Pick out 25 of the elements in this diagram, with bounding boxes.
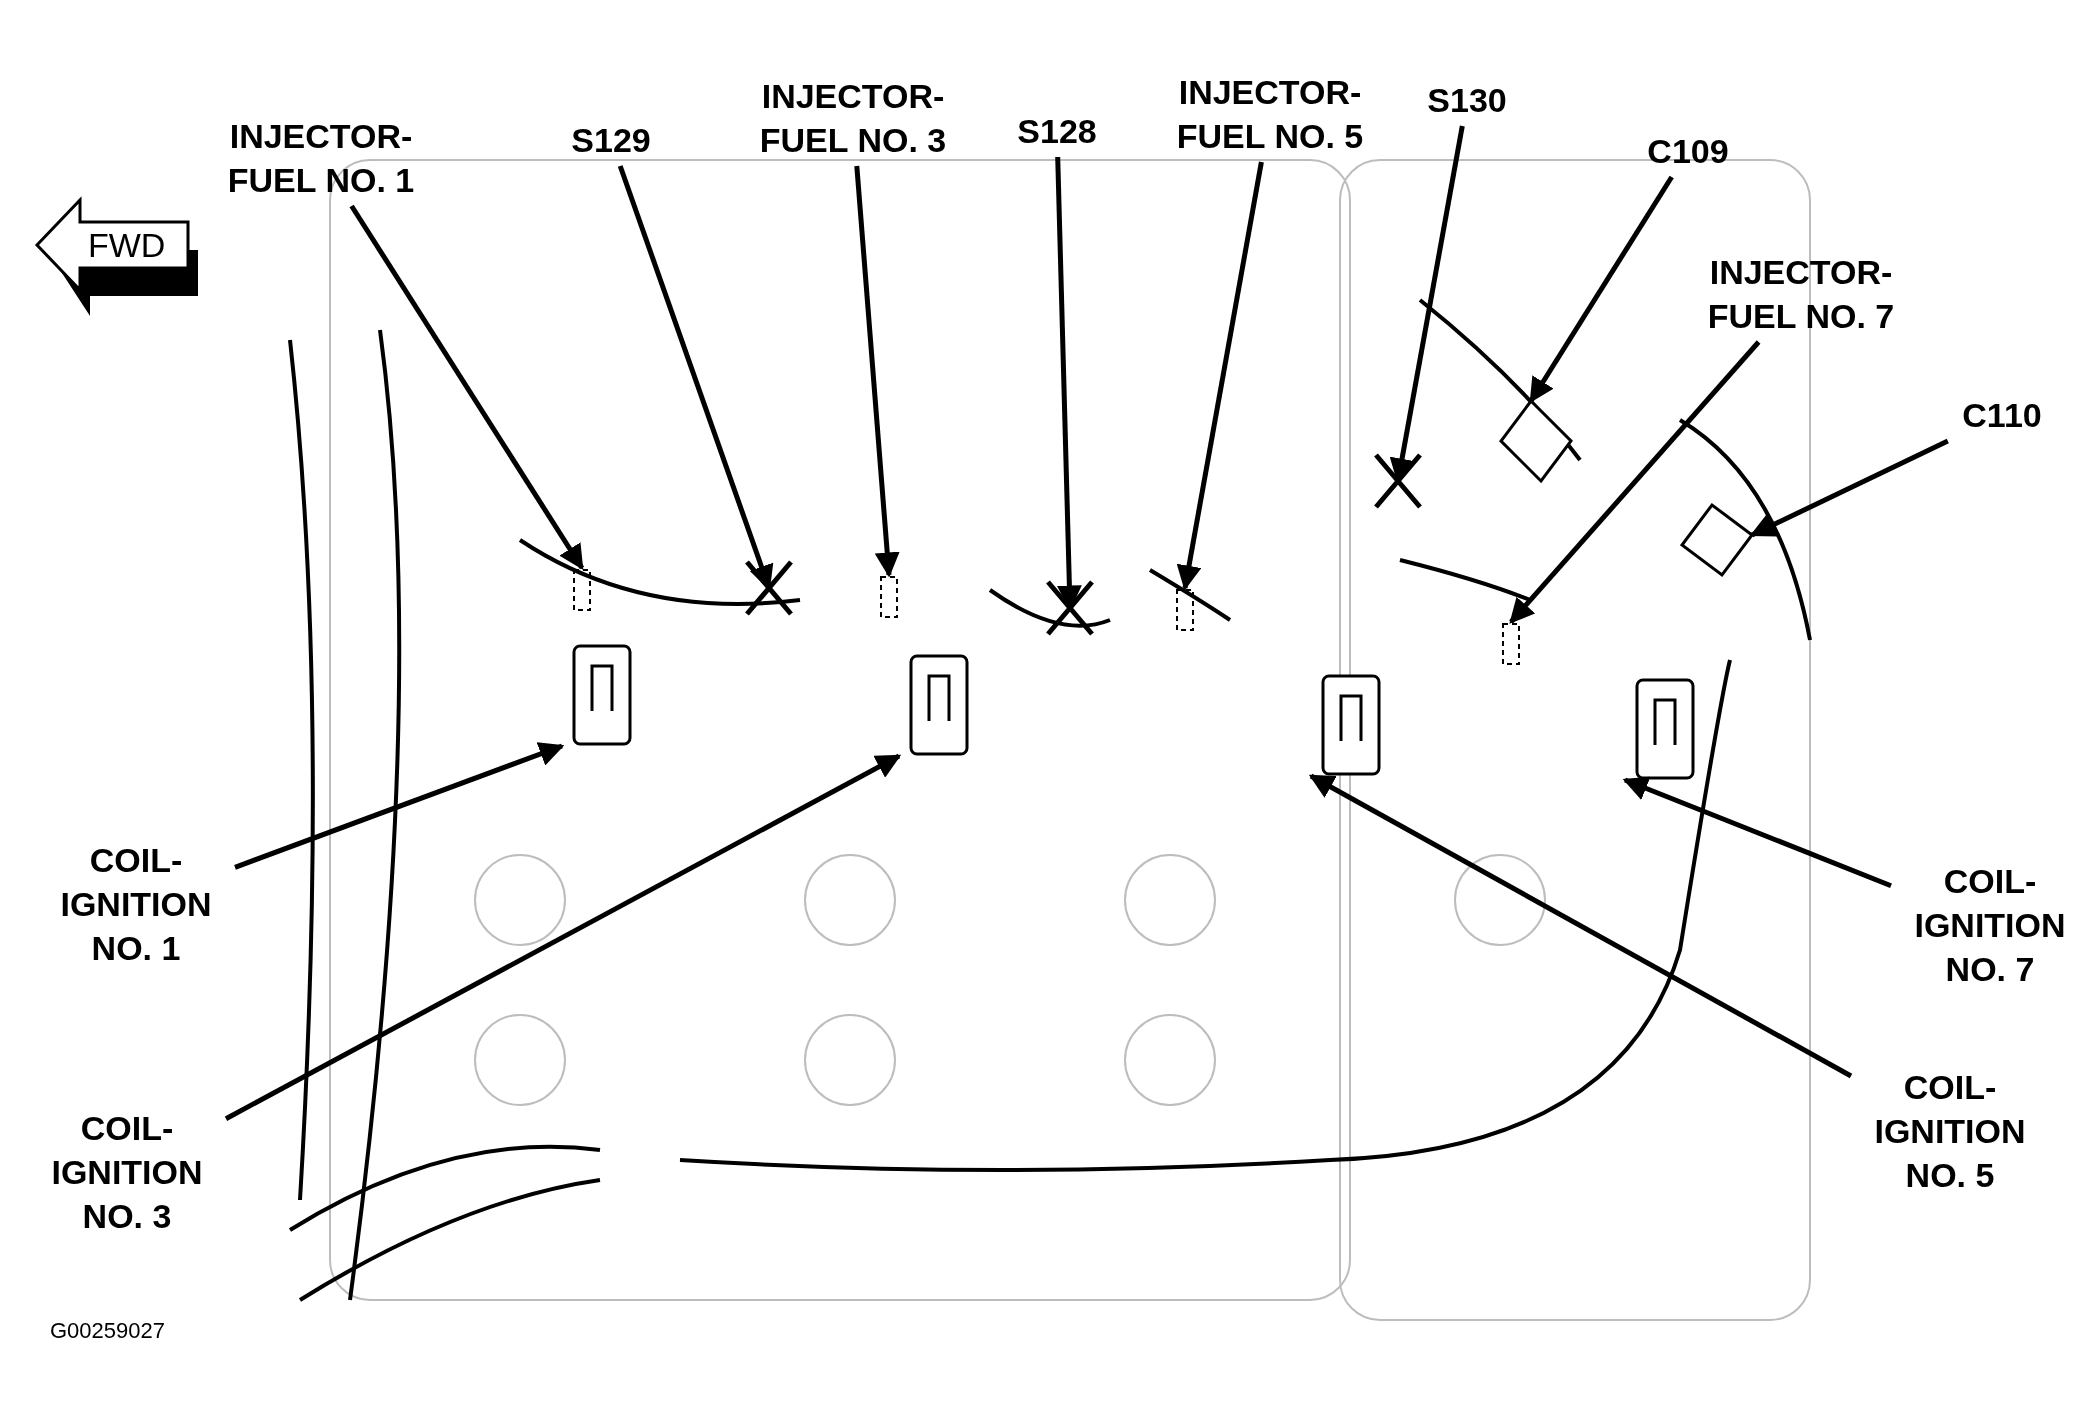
callout-label: S128	[992, 109, 1122, 153]
callout-label: C109	[1623, 129, 1753, 173]
leader-line	[1622, 776, 1892, 889]
leader-line	[1528, 175, 1674, 404]
direction-label: FWD	[88, 226, 166, 264]
callout-label: S130	[1402, 78, 1532, 122]
leader-line	[1176, 161, 1264, 591]
leader-line	[854, 165, 900, 578]
leader-line	[349, 204, 585, 571]
leader-line	[224, 753, 902, 1121]
leader-line	[1509, 340, 1761, 624]
figure-code: G00259027	[50, 1318, 165, 1344]
leader-line	[1308, 773, 1853, 1079]
leader-line	[234, 742, 565, 870]
callout-label: COIL- IGNITION NO. 7	[1895, 859, 2085, 991]
callout-label: COIL- IGNITION NO. 3	[32, 1106, 222, 1238]
leader-line	[1749, 438, 1949, 538]
callout-label: INJECTOR- FUEL NO. 7	[1686, 250, 1916, 338]
callout-label: INJECTOR- FUEL NO. 1	[206, 114, 436, 202]
callout-label: COIL- IGNITION NO. 5	[1855, 1065, 2045, 1197]
callout-label: INJECTOR- FUEL NO. 5	[1155, 70, 1385, 158]
callout-label: COIL- IGNITION NO. 1	[41, 838, 231, 970]
callout-label: INJECTOR- FUEL NO. 3	[738, 74, 968, 162]
callout-label: S129	[546, 118, 676, 162]
callout-label: C110	[1937, 393, 2067, 437]
